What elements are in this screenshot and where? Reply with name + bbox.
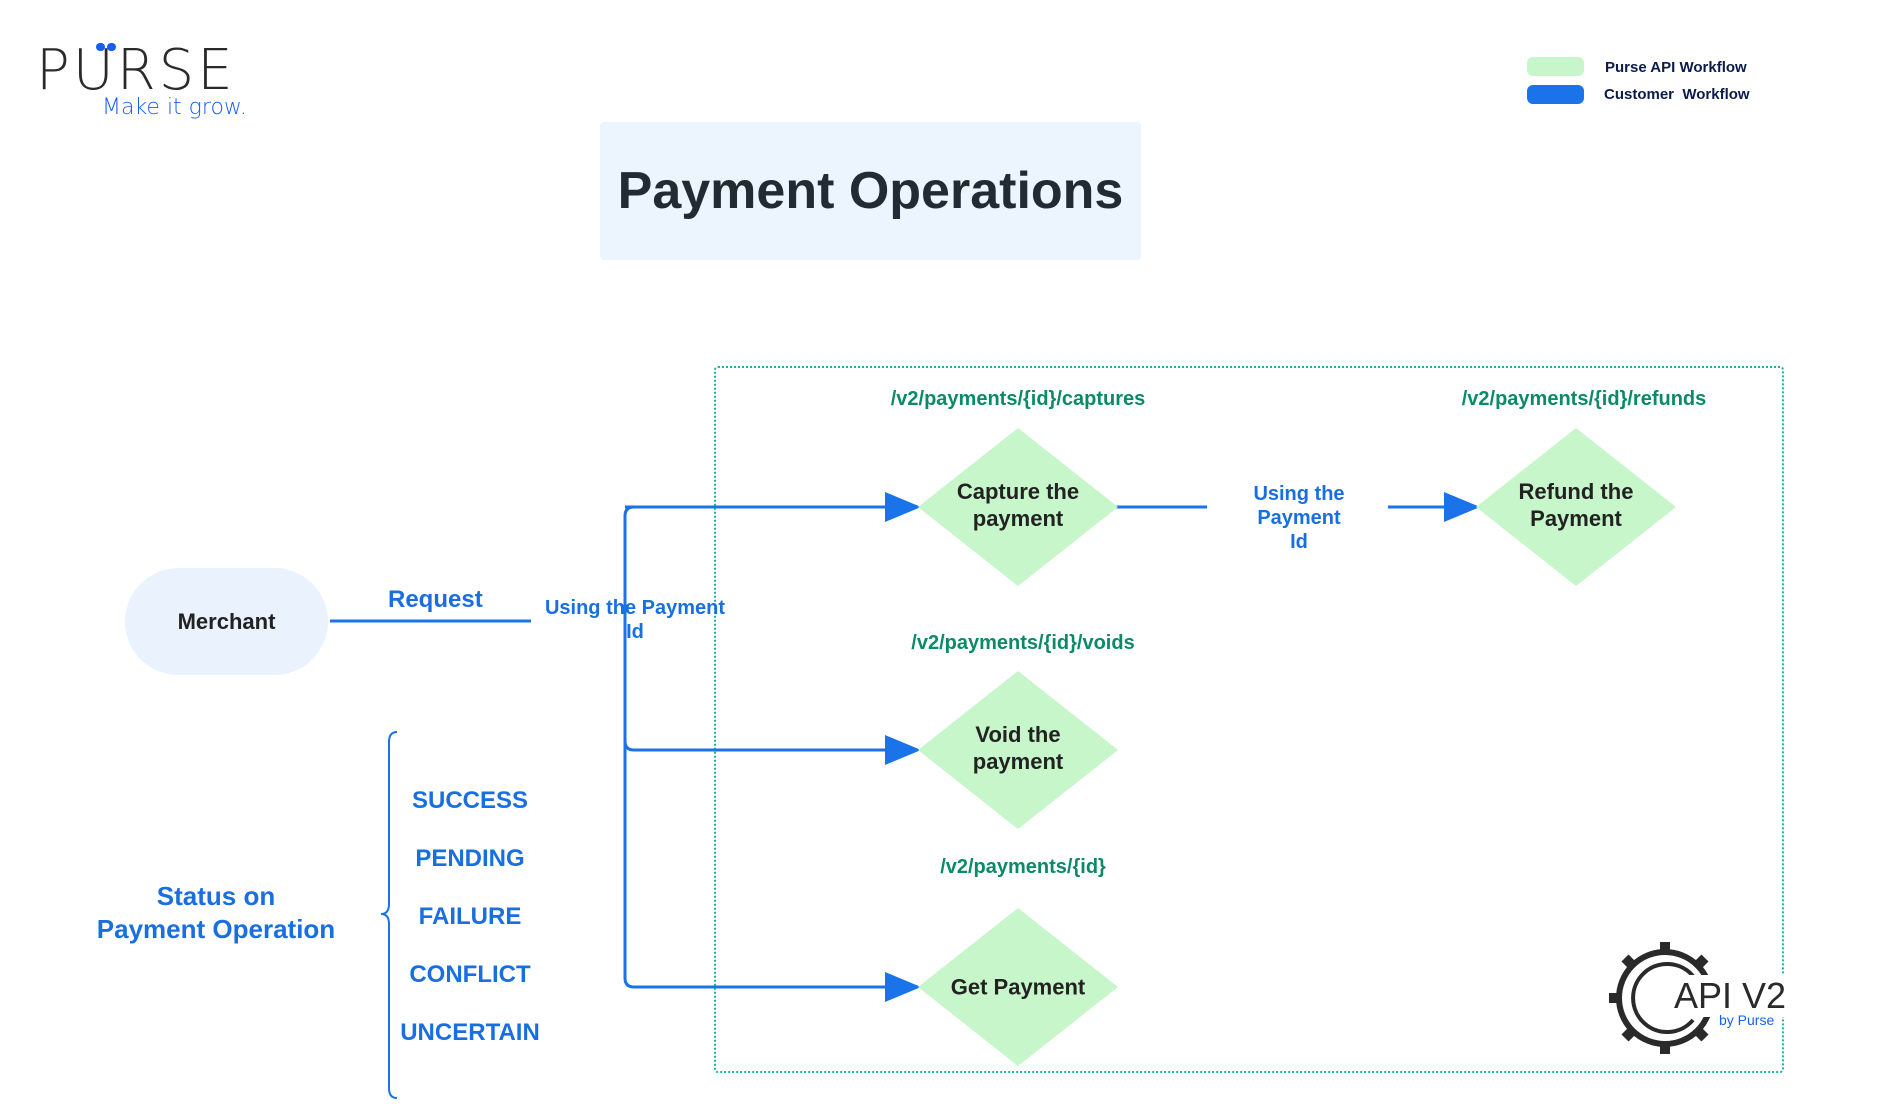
logo-tagline: Make it grow. — [102, 95, 247, 120]
diamond-capture — [918, 428, 1118, 586]
legend-label-customer: Customer Workflow — [1604, 86, 1750, 103]
node-line: Void the — [975, 722, 1061, 747]
diamond-refund — [1476, 428, 1676, 586]
status-title-line: Status on — [156, 881, 276, 911]
diamond-get — [918, 908, 1118, 1066]
node-line: Refund the — [1518, 479, 1634, 504]
endpoint-get: /v2/payments/{id} — [940, 856, 1106, 878]
legend-label-api: Purse API Workflow — [1605, 59, 1747, 76]
label-line: Using the Payment — [1253, 483, 1345, 529]
legend-swatch-api — [1527, 57, 1584, 76]
arrow-void — [623, 735, 921, 765]
node-line: Payment — [1530, 506, 1622, 531]
logo-dots — [96, 38, 118, 56]
node-line: Capture the — [956, 479, 1080, 504]
node-line: payment — [972, 506, 1064, 531]
api-logo-subtitle: by Purse — [1719, 1012, 1775, 1028]
api-logo-title: API V2 — [1672, 975, 1789, 1017]
status-success: SUCCESS — [411, 787, 529, 814]
status-conflict: CONFLICT — [409, 961, 531, 988]
status-title: Status on Payment Operation — [66, 880, 366, 946]
node-line: payment — [972, 749, 1064, 774]
label-line: Id — [1290, 531, 1308, 553]
status-brace — [380, 731, 398, 1099]
status-failure: FAILURE — [418, 903, 522, 930]
status-pending: PENDING — [415, 845, 525, 872]
merchant-node: Merchant — [125, 568, 328, 675]
endpoint-voids: /v2/payments/{id}/voids — [911, 632, 1135, 654]
endpoint-refunds: /v2/payments/{id}/refunds — [1461, 388, 1707, 410]
status-uncertain: UNCERTAIN — [400, 1019, 540, 1046]
get-payment-node: Get Payment — [918, 974, 1118, 1001]
status-title-line: Payment Operation — [96, 914, 336, 944]
diamond-void — [918, 671, 1118, 829]
using-payment-id-label-2: Using the Payment Id — [1209, 482, 1389, 554]
request-label: Request — [388, 586, 483, 613]
purse-logo: PURSE — [36, 38, 236, 103]
node-line: Get Payment — [950, 974, 1086, 1000]
api-boundary — [714, 366, 1784, 1073]
endpoint-captures: /v2/payments/{id}/captures — [890, 388, 1146, 410]
legend-swatch-customer — [1527, 85, 1584, 104]
label-line: Using the Payment — [544, 597, 726, 619]
label-line: Id — [626, 621, 644, 643]
branch-line — [623, 505, 921, 1002]
using-payment-id-label-1: Using the Payment Id — [535, 596, 735, 644]
page-title: Payment Operations — [600, 122, 1141, 260]
